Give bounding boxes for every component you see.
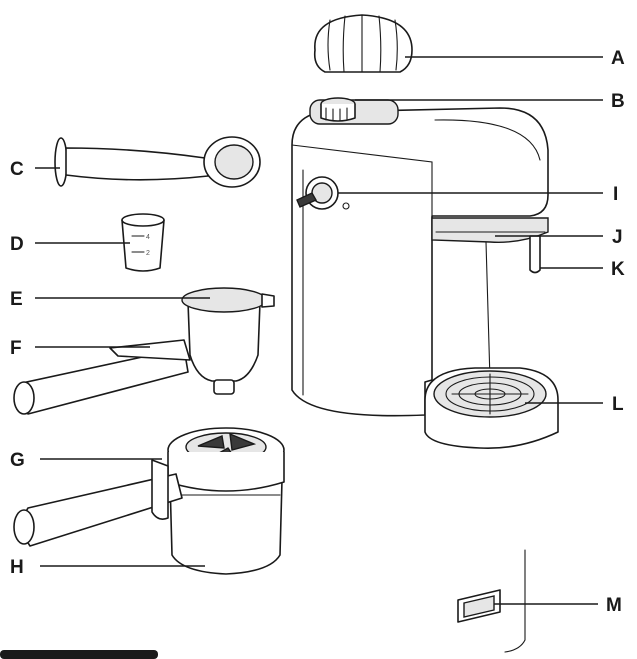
measuring-spoon	[54, 136, 261, 188]
measuring-cup: 4 2	[121, 213, 165, 272]
label-m: M	[606, 595, 622, 616]
label-j: J	[612, 227, 623, 248]
label-k: K	[611, 259, 625, 280]
steam-nozzle	[529, 235, 541, 274]
column-line	[485, 241, 491, 381]
label-f: F	[10, 338, 22, 359]
drip-tray	[424, 367, 559, 449]
tank-opening	[320, 97, 356, 122]
label-d: D	[10, 234, 24, 255]
label-e: E	[10, 289, 23, 310]
label-i: I	[613, 184, 618, 205]
label-g: G	[10, 450, 25, 471]
callout-labels: A B C D E F G H I J K L M	[10, 48, 625, 616]
power-switch-inset	[457, 549, 526, 653]
filter-handle	[13, 339, 191, 415]
label-b: B	[611, 91, 625, 112]
carafe-handle	[13, 459, 183, 547]
callout-leaders	[35, 56, 603, 605]
cup-mark-upper: 4	[146, 234, 150, 241]
label-a: A	[611, 48, 625, 69]
label-c: C	[10, 159, 24, 180]
carafe	[169, 479, 283, 575]
filter-holder	[181, 287, 275, 395]
filter-spout	[213, 379, 235, 395]
label-l: L	[612, 394, 624, 415]
carafe-lid	[167, 427, 285, 492]
tank-cap	[313, 14, 413, 73]
footer-bar	[0, 650, 158, 659]
cup-mark-lower: 2	[146, 250, 150, 257]
label-h: H	[10, 557, 24, 578]
